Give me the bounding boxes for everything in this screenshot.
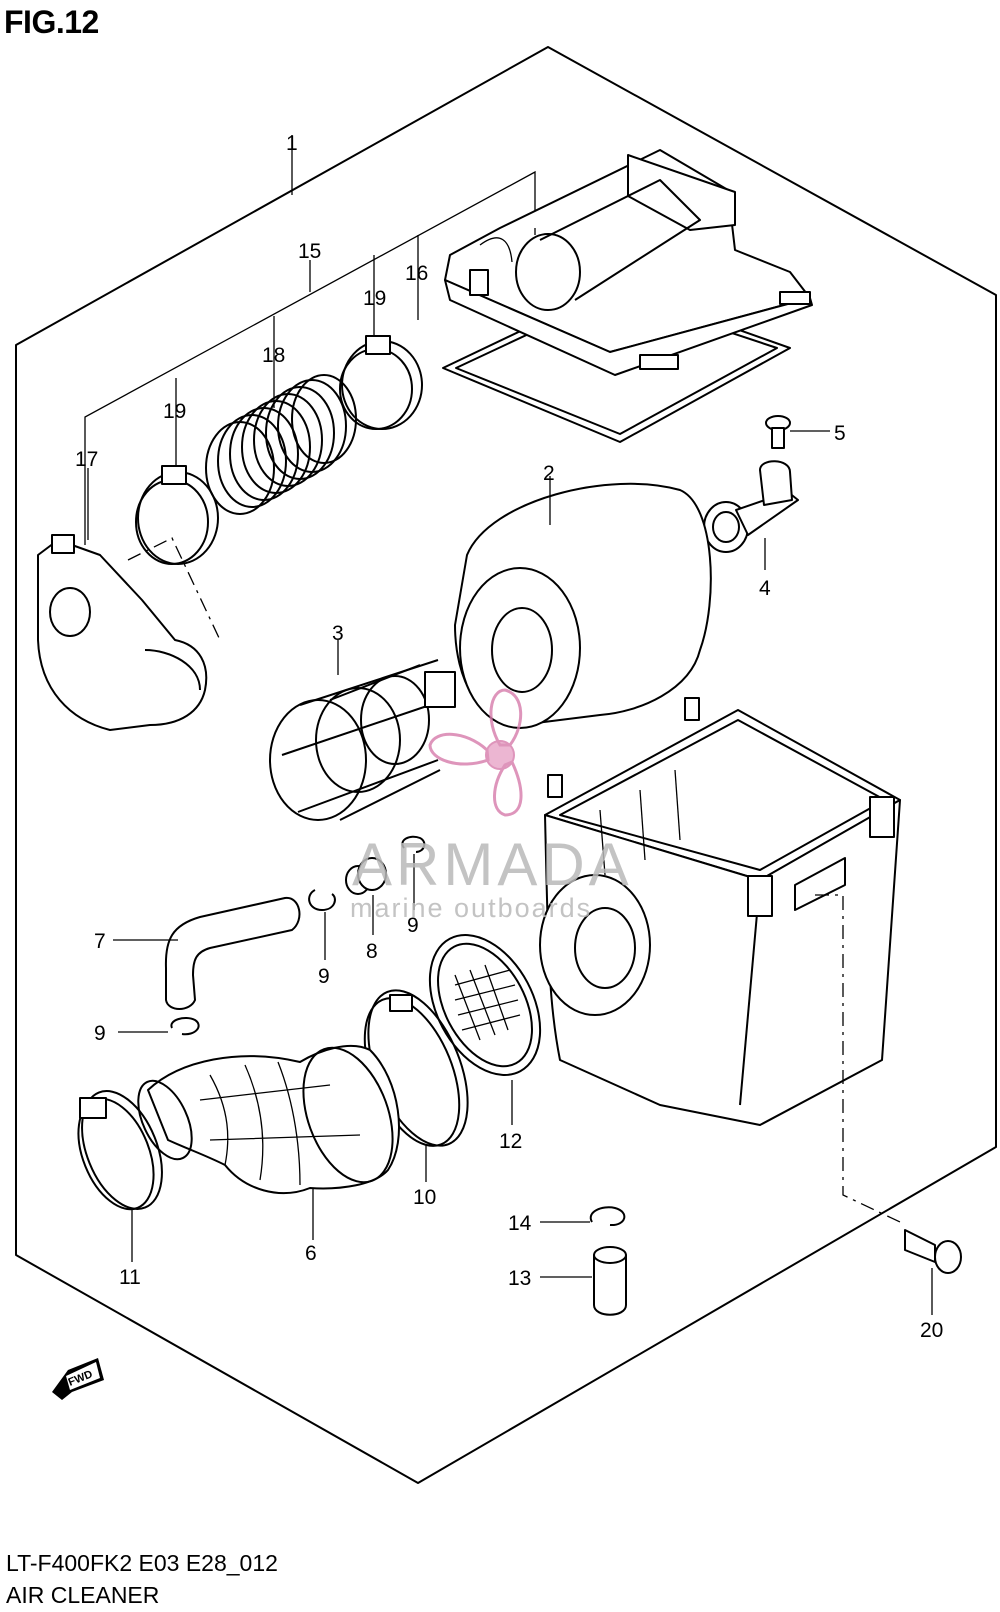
alignment-line-17 [127,537,221,641]
figure-title: FIG.12 [4,4,99,40]
screw-part-5 [765,415,830,449]
watermark-tagline: marine outboards [350,893,593,923]
clamp-part-19-lower [135,465,219,565]
callout-19-a: 19 [363,287,386,310]
callout-17: 17 [75,448,98,471]
callout-9-c: 9 [94,1022,106,1045]
model-code: LT-F400FK2 E03 E28_012 [6,1550,278,1576]
screen-part-12 [428,934,542,1125]
callout-1: 1 [286,132,298,155]
callout-12: 12 [499,1130,522,1153]
callout-4: 4 [759,577,771,600]
watermark-brand: ARMADA [352,831,633,898]
hose-part-13 [540,1246,627,1316]
inlet-duct-part-17 [37,468,208,731]
corrugated-hose-part-18 [205,374,357,515]
callout-18: 18 [262,344,285,367]
clip-part-9-a [308,889,336,960]
drain-hose-part-7 [113,896,301,1010]
fitting-part-4 [703,460,799,570]
callout-6: 6 [305,1242,317,1265]
callout-10: 10 [413,1186,436,1209]
callout-15: 15 [298,240,321,263]
callout-2: 2 [543,462,555,485]
assembly-frame [15,46,997,1484]
callout-11: 11 [119,1266,141,1289]
watermark-propeller-icon [428,688,523,817]
callout-20: 20 [920,1319,943,1342]
alignment-line-20 [815,894,901,1223]
filter-element-part-2 [454,476,712,729]
callout-9-a: 9 [318,965,330,988]
clamp-part-11 [77,1090,163,1262]
outlet-duct-part-6 [137,1045,400,1240]
air-cleaner-case [539,697,901,1126]
callout-9-b: 9 [407,914,419,937]
clip-part-9-b [401,835,426,910]
callout-19-b: 19 [163,400,186,423]
forward-arrow-icon: FWD [52,1358,104,1400]
callout-7: 7 [94,930,106,953]
callout-8: 8 [366,940,378,963]
filter-cage-part-3 [269,640,456,821]
clamp-part-19-upper [339,335,423,430]
plug-part-8 [345,857,387,935]
clip-part-14 [540,1206,626,1227]
callout-14: 14 [508,1212,532,1235]
bolt-part-20 [904,1229,962,1315]
clip-part-9-c [118,1017,200,1036]
air-cleaner-cap [444,149,813,376]
intake-bracket [84,170,536,545]
callout-5: 5 [834,422,846,445]
callout-3: 3 [332,622,344,645]
callout-16: 16 [405,262,428,285]
callout-13: 13 [508,1267,531,1290]
section-name: AIR CLEANER [6,1582,160,1608]
